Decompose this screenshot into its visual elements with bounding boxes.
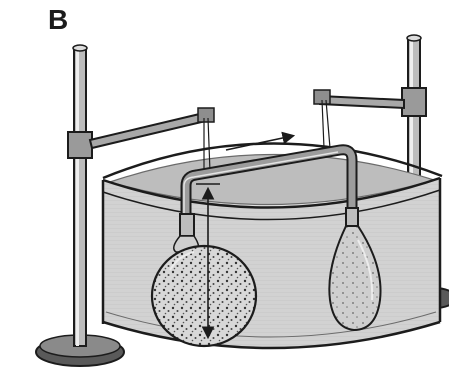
water-basin bbox=[103, 143, 442, 348]
